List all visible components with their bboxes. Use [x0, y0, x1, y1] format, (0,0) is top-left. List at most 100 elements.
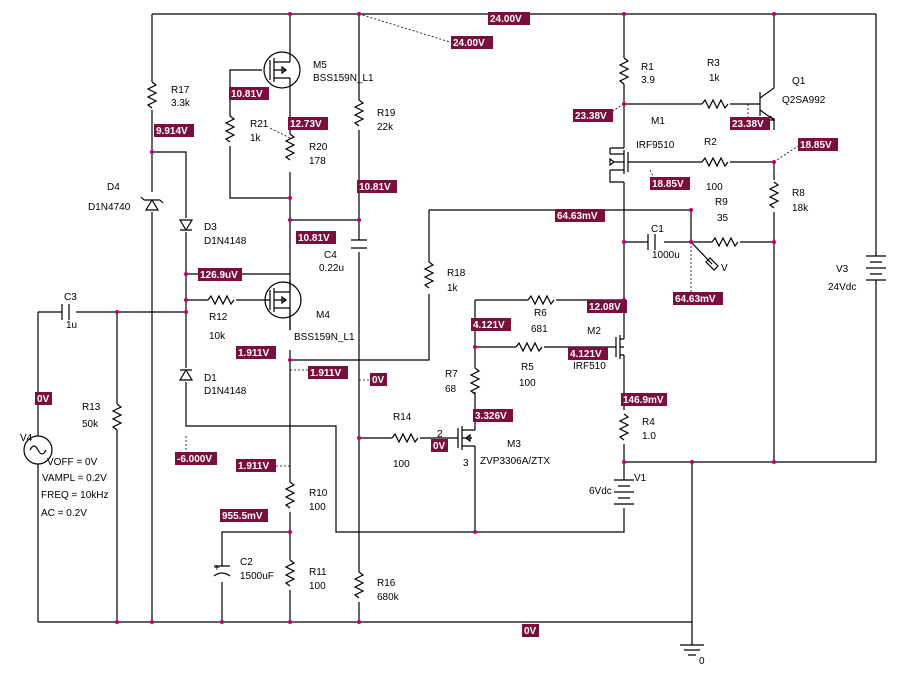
- voltage-marker: 0V: [431, 439, 448, 452]
- voltage-marker: 0V: [370, 373, 387, 386]
- svg-text:10.81V: 10.81V: [359, 182, 391, 193]
- voltage-marker: 23.38V: [573, 109, 613, 122]
- m3-model: ZVP3306A/ZTX: [480, 456, 550, 467]
- m2-model: IRF510: [573, 361, 606, 372]
- m2-ref: M2: [587, 326, 601, 337]
- svg-text:-6.000V: -6.000V: [177, 454, 212, 465]
- r12-value: 10k: [209, 331, 226, 342]
- r16-value: 680k: [377, 592, 400, 603]
- resistor-r5: [515, 341, 543, 353]
- resistor-r13: [111, 403, 123, 431]
- svg-text:24.00V: 24.00V: [490, 14, 522, 25]
- resistor-r18: [423, 261, 435, 289]
- r4-value: 1.0: [642, 431, 656, 442]
- diode-d3: [178, 219, 194, 232]
- r16-ref: R16: [377, 578, 396, 589]
- voltage-marker: 9.914V: [154, 124, 194, 137]
- capacitors: +: [61, 234, 656, 577]
- component-labels: R17 3.3k R21 1k R20 178 R19 22k M5 BSS15…: [20, 58, 856, 667]
- sources: V: [23, 241, 886, 656]
- svg-text:18.85V: 18.85V: [800, 140, 832, 151]
- svg-text:1.911V: 1.911V: [238, 348, 269, 359]
- svg-text:955.5mV: 955.5mV: [222, 511, 263, 522]
- v1-ref: V1: [634, 473, 647, 484]
- r21-value: 1k: [250, 133, 262, 144]
- resistor-r8: [768, 181, 780, 209]
- m5-ref: M5: [313, 60, 327, 71]
- voltage-marker: 18.85V: [650, 177, 690, 190]
- r1-value: 3.9: [641, 75, 655, 86]
- r14-value: 100: [393, 459, 410, 470]
- transistors: [262, 50, 776, 474]
- voltage-probe: [690, 241, 719, 271]
- resistors: [111, 57, 780, 599]
- r7-ref: R7: [445, 369, 458, 380]
- svg-text:9.914V: 9.914V: [156, 126, 188, 137]
- voltage-marker: 12.73V: [288, 117, 328, 130]
- voltage-marker: 10.81V: [296, 231, 336, 244]
- voltage-marker: 0V: [35, 392, 52, 405]
- mosfet-m1-body: [609, 148, 650, 174]
- r6-ref: R6: [534, 308, 547, 319]
- voltage-marker: 24.00V: [451, 36, 493, 49]
- resistor-r11: [284, 559, 296, 587]
- voltage-marker: 64.63mV: [673, 292, 723, 305]
- voltage-marker: 4.121V: [568, 347, 608, 360]
- r21-ref: R21: [250, 119, 269, 130]
- d3-ref: D3: [204, 222, 217, 233]
- c4-value: 0.22u: [319, 263, 344, 274]
- c2-ref: C2: [240, 557, 253, 568]
- voltage-marker: 3.326V: [473, 409, 513, 422]
- svg-text:+: +: [214, 563, 220, 574]
- voltage-marker: 126.9uV: [198, 268, 242, 281]
- c2-value: 1500uF: [240, 571, 274, 582]
- svg-text:23.38V: 23.38V: [732, 119, 764, 130]
- m3-pin-source: 3: [463, 458, 469, 469]
- diode-d1: [178, 368, 194, 381]
- v3-ref: V3: [836, 264, 849, 275]
- v4-voff: VOFF = 0V: [47, 457, 98, 468]
- voltage-marker: 18.85V: [798, 138, 838, 151]
- c1-value: 1000u: [652, 250, 680, 261]
- d3-model: D1N4148: [204, 236, 247, 247]
- resistor-r17: [146, 81, 158, 109]
- voltage-marker: 955.5mV: [220, 509, 268, 522]
- v3-value: 24Vdc: [828, 282, 856, 293]
- r2-ref: R2: [704, 137, 717, 148]
- svg-text:12.73V: 12.73V: [290, 119, 322, 130]
- r5-value: 100: [519, 378, 536, 389]
- capacitor-c3: [61, 304, 70, 320]
- r13-ref: R13: [82, 402, 101, 413]
- resistor-r7: [469, 367, 481, 395]
- voltage-leaders: [185, 13, 799, 467]
- voltage-marker: 23.38V: [730, 117, 770, 130]
- voltage-marker: 146.9mV: [621, 393, 667, 406]
- m5-model: BSS159N_L1: [313, 73, 374, 84]
- mosfet-m5-body: [263, 51, 301, 89]
- resistor-r19: [353, 99, 365, 127]
- voltage-marker: 12.08V: [587, 300, 627, 313]
- voltage-marker: -6.000V: [175, 452, 217, 465]
- resistor-r10: [284, 481, 296, 509]
- voltage-marker: 64.63mV: [555, 209, 605, 222]
- svg-text:146.9mV: 146.9mV: [623, 395, 664, 406]
- voltage-marker: 10.81V: [357, 180, 397, 193]
- sine-source-v4: [23, 435, 53, 465]
- r5-ref: R5: [521, 362, 534, 373]
- r20-ref: R20: [309, 142, 328, 153]
- ground-label: 0: [699, 656, 705, 667]
- m3-pin-gate: 2: [437, 429, 443, 440]
- r11-ref: R11: [309, 567, 327, 578]
- voltage-marker: 10.81V: [229, 87, 269, 100]
- svg-text:24.00V: 24.00V: [453, 38, 485, 49]
- voltage-marker: 1.911V: [308, 366, 348, 379]
- svg-text:0V: 0V: [37, 394, 50, 405]
- svg-text:10.81V: 10.81V: [231, 89, 263, 100]
- r11-value: 100: [309, 581, 326, 592]
- resistor-r3: [701, 98, 729, 110]
- resistor-r6: [527, 294, 555, 306]
- capacitor-c1: [647, 234, 656, 250]
- voltage-marker: 0V: [522, 624, 539, 637]
- voltage-marker: 1.911V: [236, 459, 276, 472]
